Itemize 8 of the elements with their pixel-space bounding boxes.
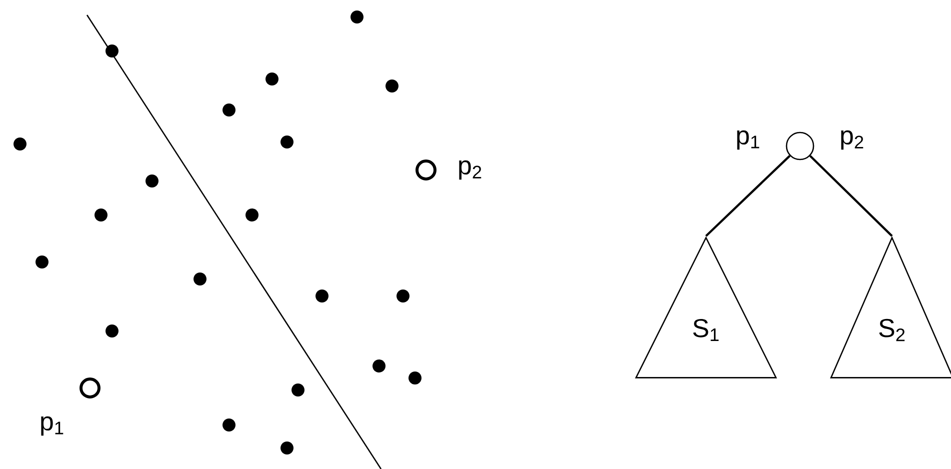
tree-edge xyxy=(809,155,893,237)
point-label: p$_{2}$ xyxy=(841,130,864,150)
subtree-label: S$_{1}$ xyxy=(693,318,719,342)
subtree-label: S$_{2}$ xyxy=(879,318,905,342)
point-label: p$_{2}$ xyxy=(459,160,482,180)
point-label: p$_{1}$ xyxy=(41,416,64,436)
point-label: p$_{1}$ xyxy=(737,130,760,150)
tree-edge xyxy=(705,155,791,237)
